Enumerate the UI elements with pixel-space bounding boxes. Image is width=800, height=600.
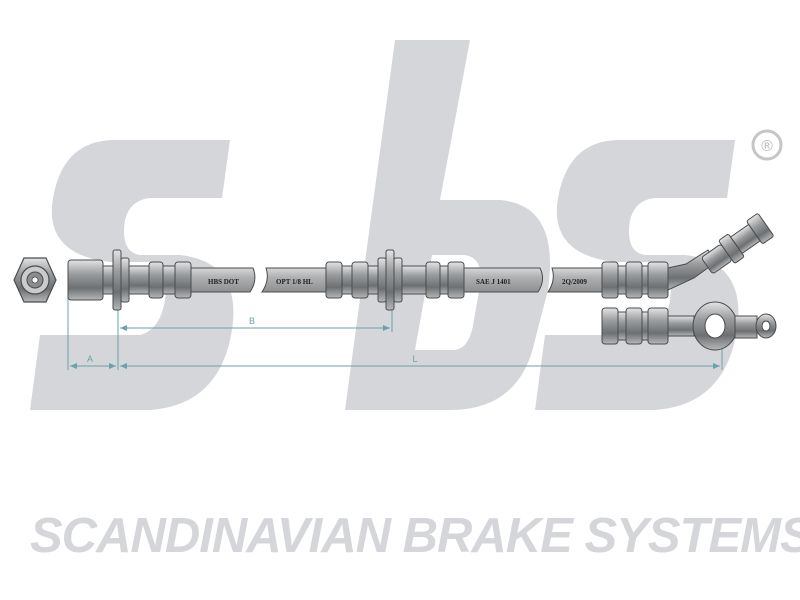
hose-segment-3 [463, 267, 544, 293]
hose-segment-2 [261, 267, 327, 293]
right-fitting [601, 213, 774, 299]
hose-segment-4 [547, 267, 603, 293]
dimension-lines [67, 296, 723, 370]
hex-nut-end-view [13, 257, 57, 303]
brand-tagline: SCANDINAVIAN BRAKE SYSTEMS [30, 509, 800, 563]
middle-bracket-fitting [325, 249, 465, 311]
hose-segment-1 [190, 267, 256, 293]
dimension-l-label: L [412, 354, 417, 364]
hose-marking-2: OPT 1/8 HL [276, 278, 313, 286]
banjo-fitting-view [601, 301, 777, 351]
svg-text:®: ® [761, 138, 773, 155]
registered-mark-icon: ® [751, 129, 783, 161]
sbs-logo-watermark [30, 40, 739, 410]
hose-marking-4: 2Q/2009 [562, 278, 587, 286]
hose-marking-3: SAE J 1401 [476, 278, 511, 286]
dimension-b-label: B [249, 316, 255, 326]
left-fitting [67, 249, 192, 311]
hose-marking-1: HBS DOT [208, 278, 239, 286]
dimension-a-label: A [87, 354, 93, 364]
